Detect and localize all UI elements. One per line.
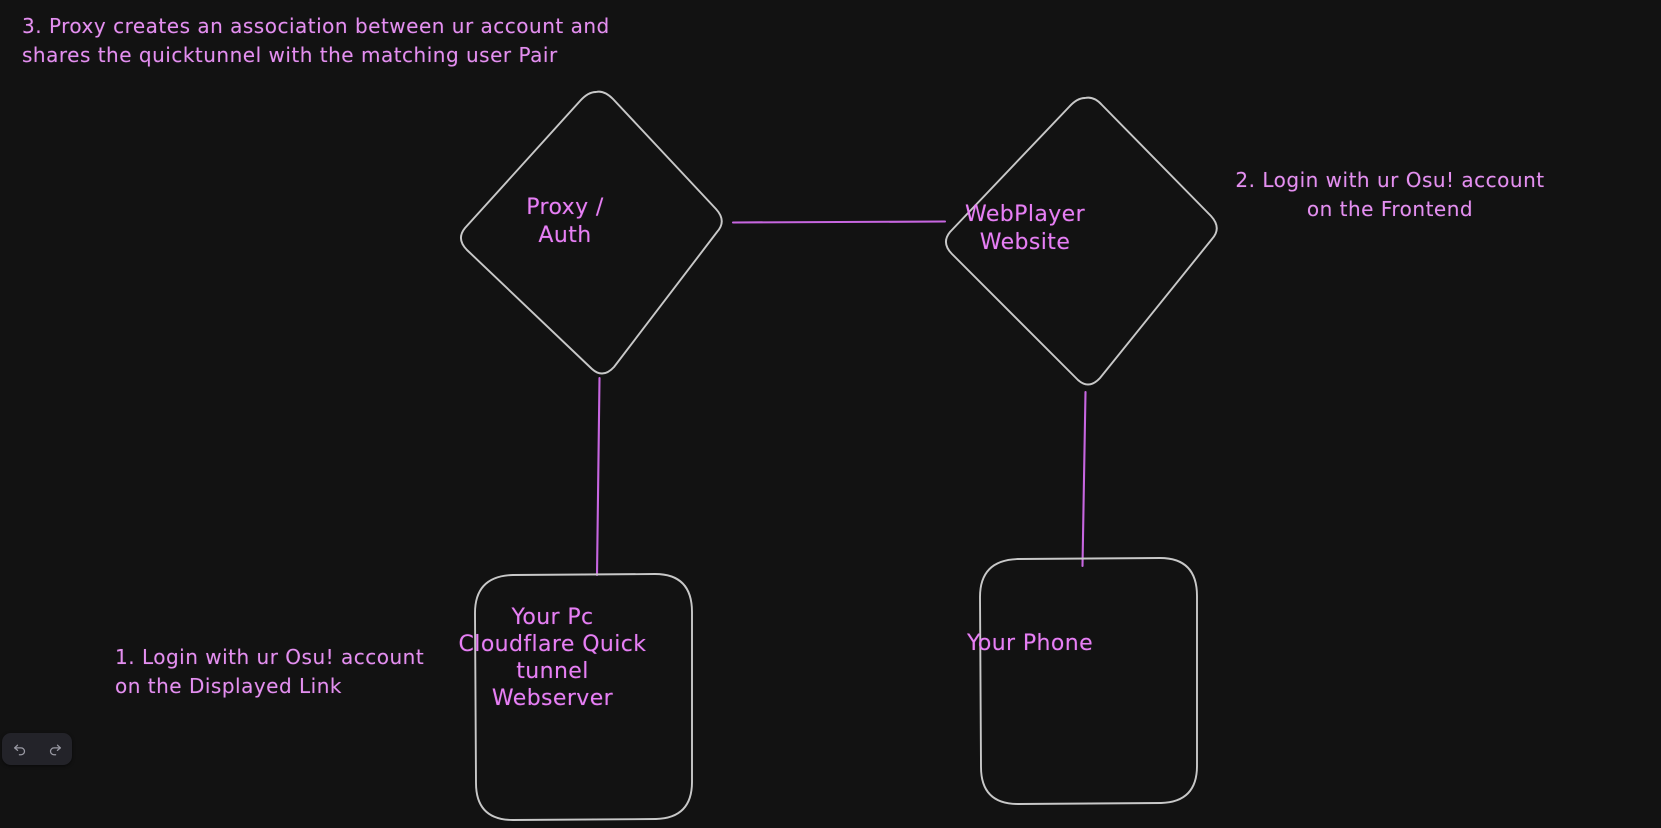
shape-your-pc-box[interactable] bbox=[474, 573, 693, 821]
redo-icon bbox=[47, 741, 63, 757]
connector-proxy-to-your-pc bbox=[595, 376, 601, 577]
shape-your-phone-box[interactable] bbox=[979, 557, 1198, 805]
connector-proxy-to-webplayer bbox=[731, 220, 947, 224]
shape-proxy-auth-diamond[interactable] bbox=[460, 90, 723, 375]
undo-icon bbox=[12, 741, 28, 757]
annotation-step-1: 1. Login with ur Osu! account on the Dis… bbox=[115, 645, 425, 698]
shape-webplayer-diamond[interactable] bbox=[945, 96, 1218, 386]
undo-redo-toolbar[interactable] bbox=[2, 733, 72, 765]
annotation-step-2: 2. Login with ur Osu! account on the Fro… bbox=[1235, 168, 1545, 221]
connector-webplayer-to-your-phone bbox=[1081, 390, 1087, 568]
annotation-step-3: 3. Proxy creates an association between … bbox=[22, 14, 610, 67]
redo-button[interactable] bbox=[42, 736, 68, 762]
undo-button[interactable] bbox=[7, 736, 33, 762]
